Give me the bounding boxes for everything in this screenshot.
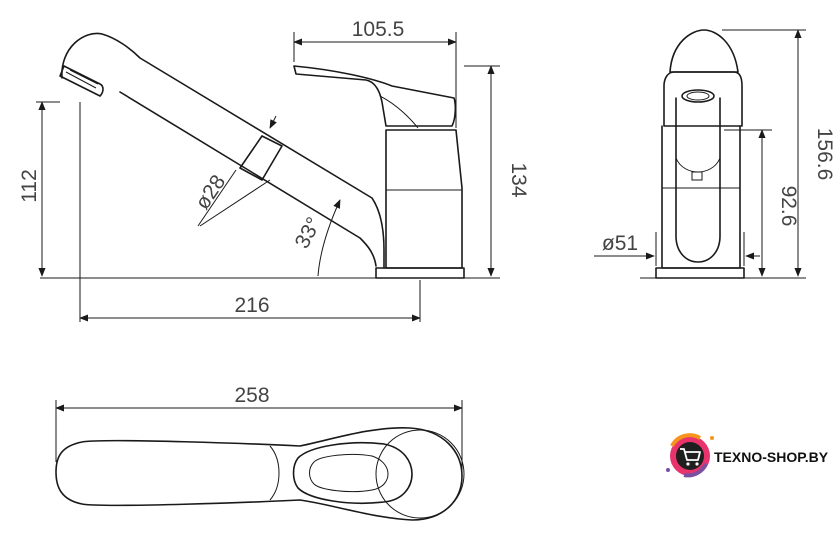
side-base [655, 267, 745, 279]
side-view: 156.6 92.6 ø51 [594, 29, 836, 279]
top-outline [55, 427, 463, 521]
dim-total-height: 156.6 [813, 128, 836, 181]
top-view: 258 [55, 384, 465, 521]
dim-spout-reach: 216 [234, 294, 269, 317]
dim-spout-angle: 33° [291, 214, 326, 253]
aerator [59, 65, 104, 97]
spout-collar [239, 135, 283, 181]
side-spout [675, 97, 721, 263]
brand-logo: TEXNO-SHOP.BY [666, 433, 829, 478]
side-aerator [681, 89, 715, 103]
faucet-body [385, 129, 463, 269]
lever-handle [293, 65, 457, 127]
dim-top-width: 105.5 [352, 18, 405, 41]
faucet-base [375, 267, 465, 279]
dim-base-diameter: ø51 [602, 232, 638, 255]
dim-side-height: 92.6 [777, 186, 800, 227]
dim-body-height: 134 [507, 162, 530, 197]
dim-total-length: 258 [234, 384, 269, 407]
dim-spout-diameter: ø28 [191, 171, 230, 214]
dim-spout-height: 112 [18, 169, 41, 202]
front-view: 105.5 134 112 216 ø28 33° [18, 18, 530, 322]
spout-outline [61, 32, 385, 269]
side-lever [669, 29, 739, 73]
top-lever [292, 441, 413, 505]
shopping-cart-icon [676, 442, 704, 470]
brand-name: TEXNO-SHOP.BY [714, 449, 829, 465]
